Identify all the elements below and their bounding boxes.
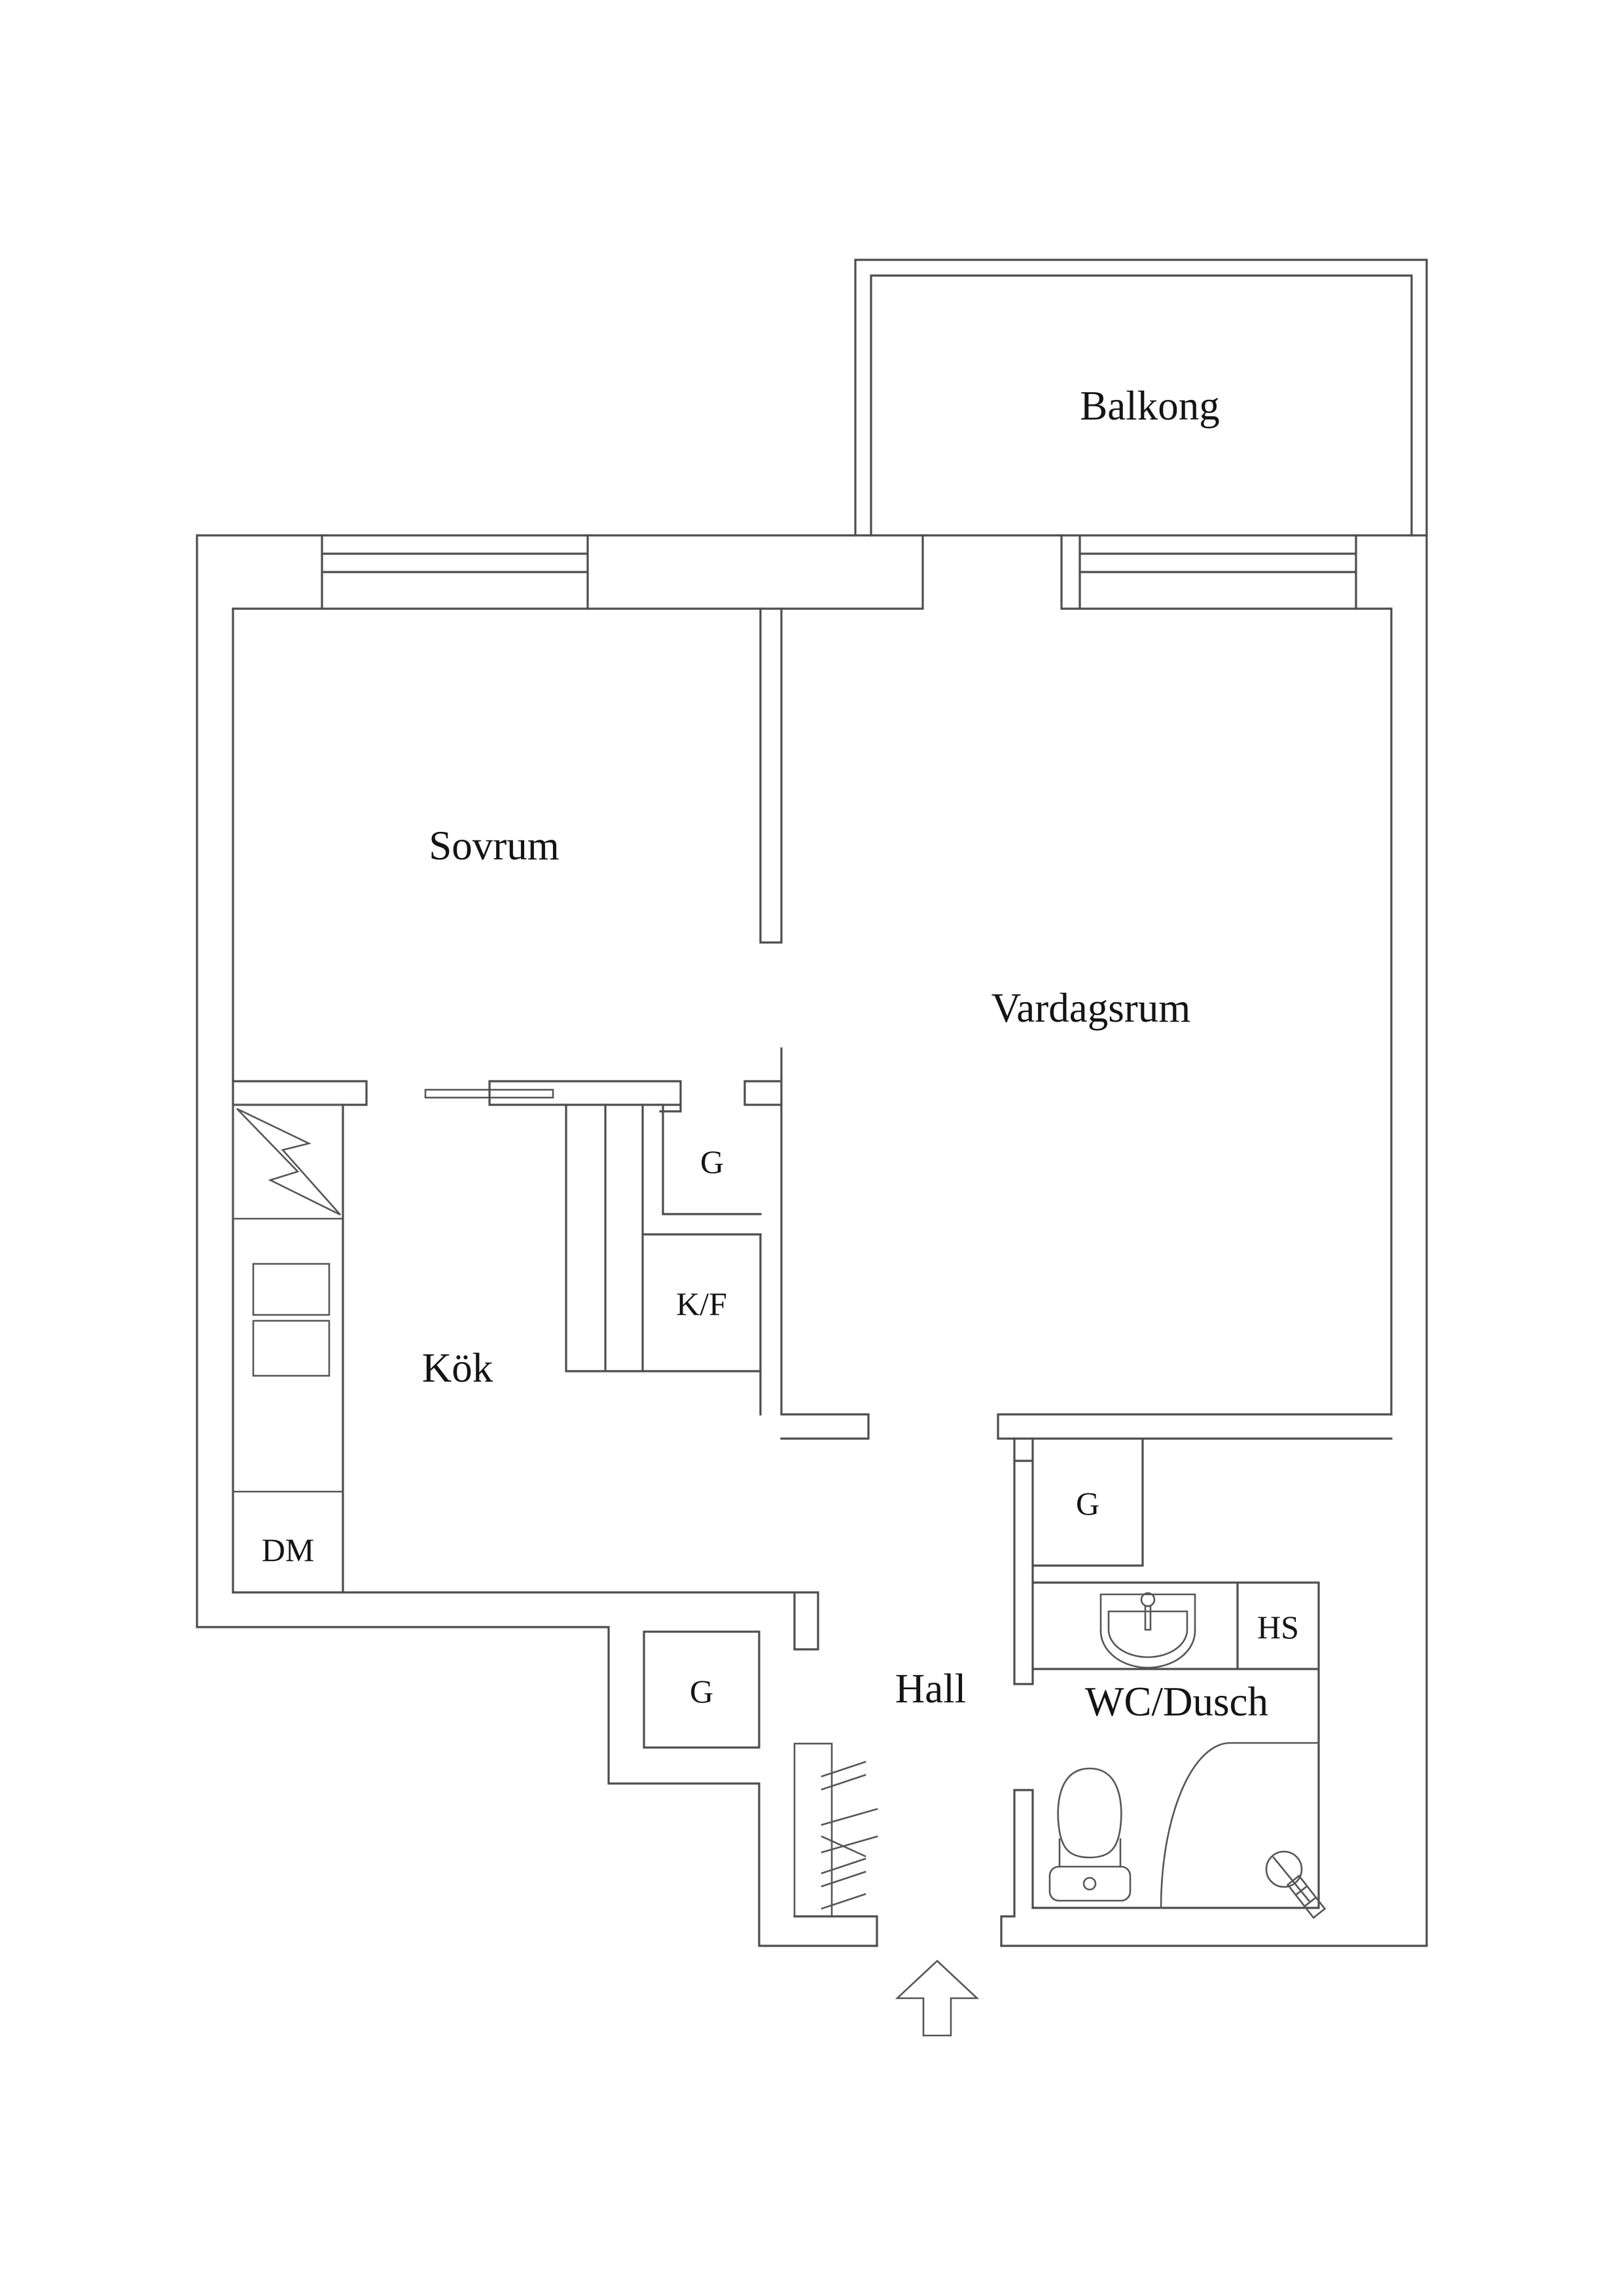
label-sovrum: Sovrum — [429, 823, 560, 869]
entrance-door-leaf — [793, 1742, 878, 1947]
outer-wall-right-bottom — [1000, 534, 1428, 1947]
label-g-entry: G — [690, 1673, 713, 1710]
wc-room-walls — [1031, 1581, 1320, 1909]
shower-mixer-icon — [1265, 1850, 1327, 1919]
kitchen-island-closets — [565, 1103, 762, 1372]
bedroom-bottom-wall — [232, 1080, 368, 1106]
kitchen-bottom-wall — [232, 1591, 819, 1651]
label-kok: Kök — [422, 1345, 493, 1391]
stove-icon — [232, 1103, 344, 1220]
washbasin-icon — [1099, 1592, 1196, 1669]
double-sink-icon — [252, 1263, 330, 1377]
kitchen-livingroom-partition — [743, 1047, 870, 1440]
label-g-hall: G — [1076, 1485, 1099, 1522]
hall-wc-west-wall — [1000, 1437, 1034, 1947]
hall-wardrobe-right — [1031, 1437, 1144, 1567]
toilet-icon — [1048, 1767, 1132, 1902]
entry-arrow-icon — [895, 1960, 980, 2037]
balcony-railing — [854, 259, 1428, 537]
livingroom-bottom-wall — [997, 1413, 1393, 1440]
label-hs: HS — [1257, 1609, 1299, 1645]
bedroom-livingroom-partition — [759, 607, 783, 944]
shower-enclosure-icon — [1160, 1742, 1320, 1909]
label-balkong: Balkong — [1080, 383, 1220, 429]
sliding-door — [424, 1080, 682, 1113]
label-dm: DM — [262, 1532, 315, 1568]
label-kf: K/F — [676, 1285, 727, 1322]
outer-wall-left-top — [196, 534, 1428, 1947]
bedroom-window-icon — [321, 534, 589, 610]
label-vardagsrum: Vardagsrum — [991, 985, 1190, 1031]
label-g-kitchen: G — [700, 1143, 724, 1180]
livingroom-window-icon — [1079, 534, 1357, 610]
entry-wardrobe-left — [643, 1630, 760, 1749]
top-wall-inner-line — [232, 534, 1393, 610]
label-hall: Hall — [895, 1666, 966, 1712]
label-wc-dusch: WC/Dusch — [1085, 1679, 1268, 1725]
